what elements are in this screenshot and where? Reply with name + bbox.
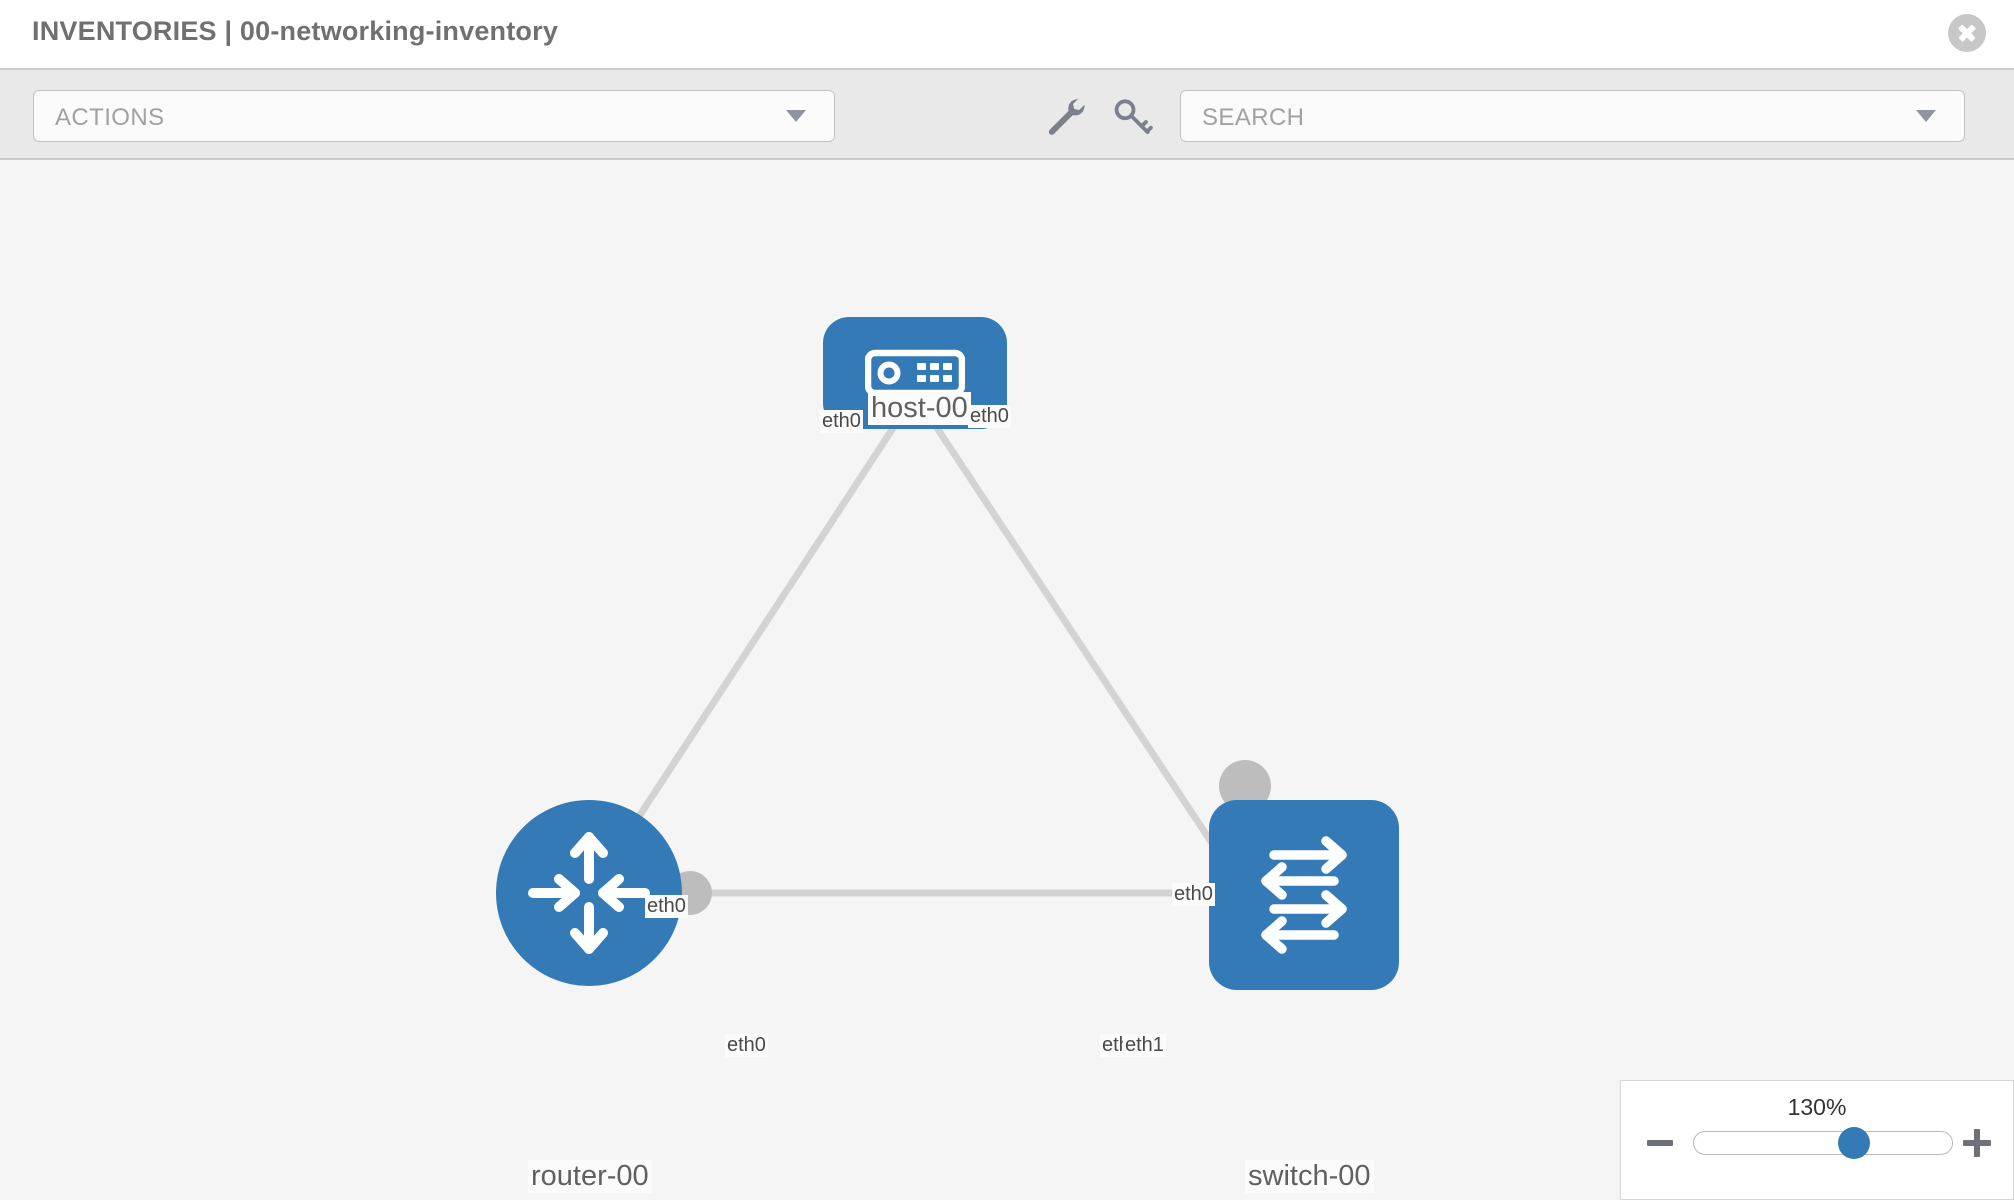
key-icon[interactable] bbox=[1110, 94, 1154, 138]
router-arrows-icon bbox=[528, 832, 650, 954]
close-icon[interactable] bbox=[1948, 14, 1986, 52]
iface-label-router-to-switch: eth0 bbox=[725, 1034, 768, 1057]
node-router-00[interactable] bbox=[496, 800, 682, 986]
switch-arrows-icon bbox=[1261, 836, 1347, 954]
iface-label-host-left: eth0 bbox=[820, 410, 863, 433]
link-host-switch bbox=[932, 423, 1248, 895]
node-switch-00[interactable] bbox=[1209, 800, 1399, 990]
zoom-slider-track[interactable] bbox=[1693, 1127, 1953, 1159]
actions-dropdown[interactable]: ACTIONS bbox=[33, 90, 835, 142]
zoom-in-button[interactable] bbox=[1961, 1127, 1993, 1159]
zoom-level-label: 130% bbox=[1787, 1094, 1847, 1120]
zoom-control-panel: 130% bbox=[1620, 1080, 2014, 1200]
iface-label-switch-to-host: eth0 bbox=[1172, 883, 1215, 906]
search-placeholder: SEARCH bbox=[1202, 104, 1305, 131]
iface-label-host-right: eth0 bbox=[968, 405, 1011, 428]
node-label-host-00: host-00 bbox=[868, 392, 971, 425]
page-header: INVENTORIES | 00-networking-inventory bbox=[0, 0, 2014, 68]
actions-dropdown-label: ACTIONS bbox=[55, 104, 165, 131]
connector-switch-top bbox=[1219, 760, 1271, 812]
topology-canvas[interactable]: host-00 router-00 switch-00 eth0 eth0 et… bbox=[0, 160, 2014, 1200]
iface-label-switch-to-router: eth1 bbox=[1123, 1034, 1166, 1057]
node-label-router-00: router-00 bbox=[528, 1160, 652, 1193]
link-lines bbox=[586, 423, 1248, 897]
zoom-slider-thumb[interactable] bbox=[1837, 1127, 1870, 1159]
node-label-switch-00: switch-00 bbox=[1245, 1160, 1374, 1193]
wrench-icon[interactable] bbox=[1042, 94, 1086, 138]
zoom-out-button[interactable] bbox=[1645, 1127, 1677, 1159]
topology-links bbox=[586, 329, 1271, 915]
page-title: INVENTORIES | 00-networking-inventory bbox=[32, 16, 559, 46]
chevron-down-icon bbox=[786, 110, 806, 122]
iface-label-router-to-host: eth0 bbox=[645, 895, 688, 918]
search-input[interactable]: SEARCH bbox=[1180, 90, 1965, 142]
chevron-down-icon[interactable] bbox=[1916, 110, 1936, 122]
topology-toolbar: ACTIONS SEARCH bbox=[0, 68, 2014, 160]
